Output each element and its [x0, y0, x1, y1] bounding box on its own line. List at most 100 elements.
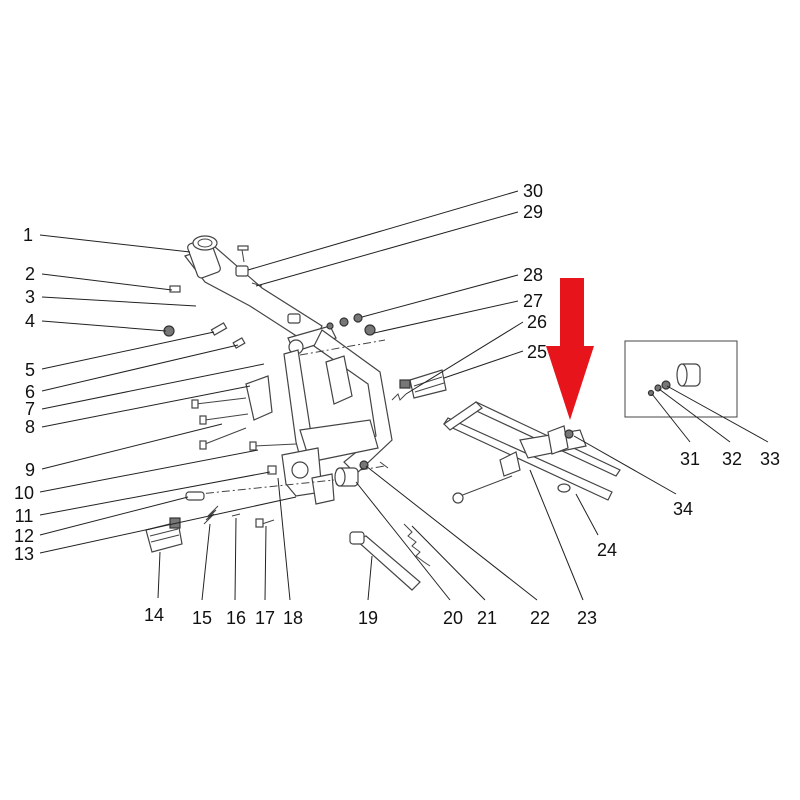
leader-line-8 [41, 385, 251, 428]
callout-34: 34 [673, 499, 693, 519]
callout-10: 10 [14, 483, 34, 503]
leader-line-1 [39, 234, 191, 253]
callout-5: 5 [25, 360, 35, 380]
callout-17: 17 [255, 608, 275, 628]
leader-line-16 [234, 517, 237, 601]
nut-28 [353, 313, 363, 323]
leader-line-29 [255, 211, 519, 287]
bolt-17-head [255, 518, 264, 528]
leader-line-28 [361, 274, 519, 318]
leader-line-33 [666, 385, 769, 443]
leader-line-7 [41, 363, 265, 410]
leader-line-5 [41, 331, 215, 370]
leader-line-15 [201, 523, 211, 601]
red-arrow-indicator [546, 278, 594, 420]
top-bolt-head [237, 245, 249, 251]
bracket-plate [245, 375, 273, 421]
leader-line-13 [39, 496, 297, 554]
callout-20: 20 [443, 608, 463, 628]
leader-line-19 [367, 555, 373, 601]
callout-21: 21 [477, 608, 497, 628]
callout-2: 2 [25, 264, 35, 284]
callout-1: 1 [23, 225, 33, 245]
callout-3: 3 [25, 287, 35, 307]
leader-line-12 [39, 496, 189, 536]
clip-small [232, 337, 246, 349]
leader-line-9 [41, 423, 223, 470]
pin-right [379, 461, 389, 469]
bolt-8-head [191, 399, 199, 409]
callout-25: 25 [527, 342, 547, 362]
leader-line-27 [373, 300, 519, 334]
callout-16: 16 [226, 608, 246, 628]
leader-line-31 [651, 393, 691, 443]
axis-line-upper [299, 339, 386, 356]
rear-mount-plate [311, 473, 335, 505]
callout-23: 23 [577, 608, 597, 628]
nut-22 [359, 460, 369, 470]
nut-27 [364, 324, 376, 336]
washer-27 [326, 322, 334, 330]
callout-8: 8 [25, 417, 35, 437]
bolt-9b [204, 427, 247, 445]
pivot-bolt [185, 491, 205, 501]
leader-line-34 [573, 435, 677, 495]
pin-16 [231, 513, 241, 517]
leader-line-32 [658, 388, 731, 443]
leader-line-24 [575, 493, 599, 536]
leader-line-23 [529, 469, 584, 601]
washer-28 [339, 317, 349, 327]
bolt-8 [195, 397, 247, 405]
bracket-clip [210, 322, 228, 336]
callout-28: 28 [523, 265, 543, 285]
bolt-11 [267, 465, 277, 475]
bolt-9a-head [199, 415, 207, 425]
callout-18: 18 [283, 608, 303, 628]
callout-30: 30 [523, 181, 543, 201]
leader-line-6 [41, 344, 239, 392]
leader-line-20 [355, 481, 451, 601]
leader-line-10 [39, 449, 259, 493]
leader-line-21 [411, 525, 486, 601]
collar [287, 313, 301, 324]
bolt-10-head [249, 441, 257, 451]
bushing-20 [334, 467, 359, 487]
clip [169, 285, 181, 293]
callout-27: 27 [523, 291, 543, 311]
bolt-10 [253, 443, 297, 447]
callout-31: 31 [680, 449, 700, 469]
leader-line-2 [41, 273, 173, 291]
callout-33: 33 [760, 449, 780, 469]
callout-13: 13 [14, 544, 34, 564]
callout-9: 9 [25, 460, 35, 480]
top-bolt [241, 249, 245, 263]
callout-15: 15 [192, 608, 212, 628]
head-tube-bore [197, 238, 213, 248]
leader-line-17 [264, 525, 267, 601]
callout-14: 14 [144, 605, 164, 625]
bolt-9a [204, 413, 249, 421]
spring-26 [391, 393, 407, 401]
leader-line-18 [277, 477, 291, 601]
gusset [325, 355, 353, 405]
leader-line-4 [41, 320, 167, 332]
callout-24: 24 [597, 540, 617, 560]
swing-arm [443, 401, 621, 504]
leader-line-22 [365, 465, 538, 601]
callout-19: 19 [358, 608, 378, 628]
leader-line-25 [443, 350, 524, 379]
callout-6: 6 [25, 382, 35, 402]
callout-32: 32 [722, 449, 742, 469]
callout-12: 12 [14, 526, 34, 546]
leader-line-14 [157, 551, 161, 599]
brake-rod [459, 475, 513, 497]
callout-4: 4 [25, 311, 35, 331]
side-stand [349, 531, 421, 591]
callout-26: 26 [527, 312, 547, 332]
head-tube-top [192, 235, 218, 251]
leader-line-11 [39, 471, 271, 516]
bolt-9b-head [199, 440, 207, 450]
pin [251, 282, 263, 287]
right-rail [313, 329, 393, 475]
leader-line-3 [41, 296, 197, 307]
